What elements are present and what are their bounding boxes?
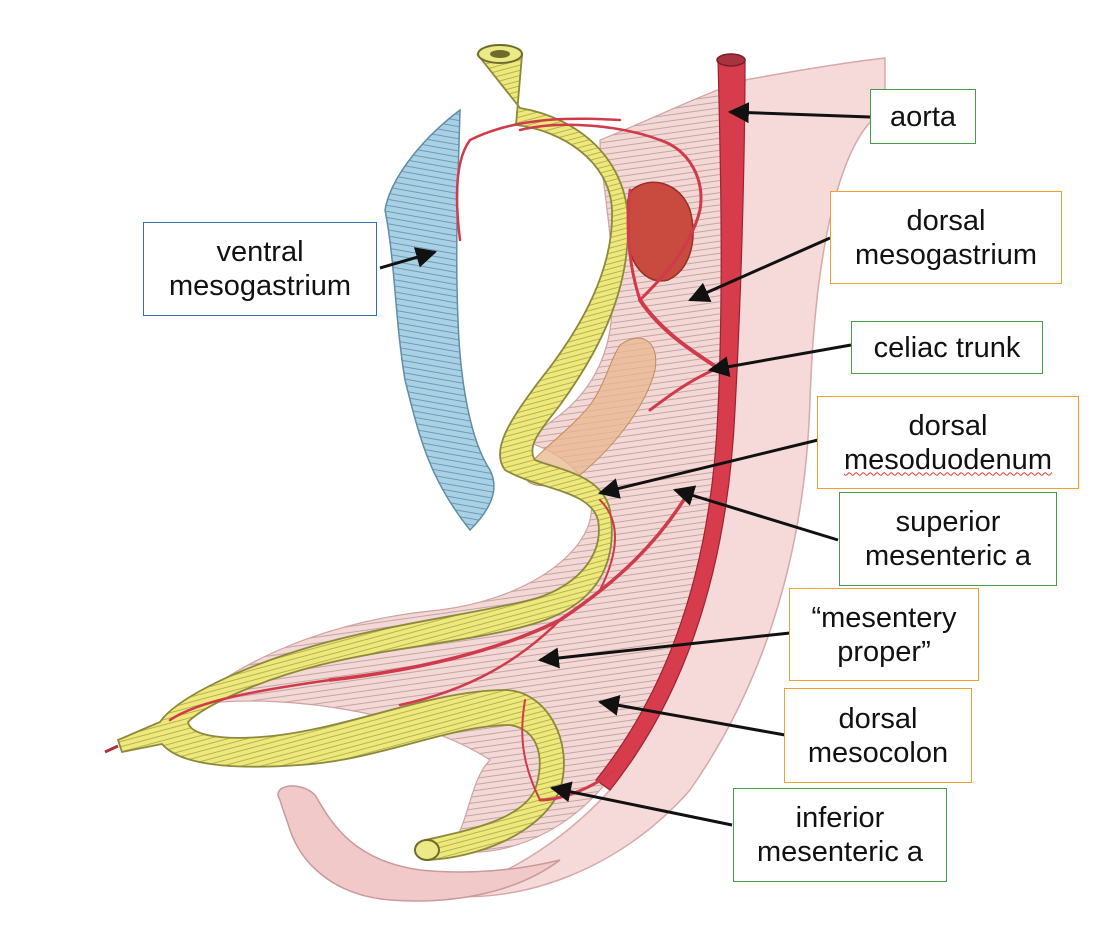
tail-vessel [104, 744, 119, 754]
celiac-branches [455, 117, 720, 412]
arrow-mesentery-proper [537, 631, 791, 669]
label-dorsal-mesoduodenum-line-2: mesoduodenum [844, 443, 1052, 476]
label-dorsal-mesogastrium: dorsal mesogastrium [830, 191, 1062, 284]
arrow-celiac-trunk [707, 343, 852, 378]
label-dorsal-mesocolon: dorsal mesocolon [784, 688, 972, 783]
label-dorsal-mesocolon-line-1: dorsal [838, 702, 918, 735]
label-inferior-mesenteric-a-line-2: mesenteric a [756, 836, 923, 868]
label-celiac-trunk: celiac trunk [851, 321, 1043, 374]
cloaca-shape [277, 785, 561, 902]
arrow-superior-mesenteric [672, 485, 839, 542]
pointer-arrows [379, 102, 871, 827]
label-dorsal-mesogastrium-line-2: mesogastrium [854, 238, 1038, 271]
label-dorsal-mesocolon-line-2: mesocolon [807, 736, 949, 769]
label-mesentery-proper: “mesentery proper” [789, 588, 979, 681]
arrow-dorsal-mesogastrium [688, 236, 831, 302]
aorta-vessel [595, 59, 746, 791]
arrow-inferior-mesenteric [549, 781, 733, 827]
arrow-dorsal-mesoduodenum [597, 438, 819, 499]
label-dorsal-mesoduodenum: dorsal mesoduodenum [817, 396, 1079, 489]
arrow-ventral-mesogastrium [379, 247, 438, 270]
arrow-dorsal-mesocolon [597, 694, 786, 737]
spleen-shape [624, 181, 694, 282]
arrow-aorta [727, 102, 871, 124]
label-dorsal-mesoduodenum-line-1: dorsal [908, 409, 988, 442]
label-ventral-mesogastrium-line-2: mesogastrium [168, 270, 352, 302]
label-superior-mesenteric-a-line-2: mesenteric a [864, 540, 1031, 572]
label-mesentery-proper-line-1: “mesentery [811, 601, 957, 634]
label-dorsal-mesogastrium-line-1: dorsal [906, 204, 986, 237]
label-aorta-line-1: aorta [889, 100, 957, 133]
label-superior-mesenteric-a: superior mesenteric a [839, 492, 1057, 586]
label-mesentery-proper-line-2: proper” [837, 635, 931, 668]
label-superior-mesenteric-a-line-1: superior [895, 506, 1001, 538]
label-celiac-trunk-line-1: celiac trunk [873, 331, 1021, 364]
label-inferior-mesenteric-a: inferior mesenteric a [733, 788, 947, 882]
label-inferior-mesenteric-a-line-1: inferior [795, 802, 885, 834]
ventral-mesogastrium-shape [384, 108, 495, 532]
sma-branches [168, 488, 692, 722]
label-ventral-mesogastrium: ventral mesogastrium [143, 222, 377, 316]
colon-opening [414, 839, 440, 861]
label-aorta: aorta [870, 89, 976, 144]
label-ventral-mesogastrium-line-1: ventral [216, 236, 304, 268]
